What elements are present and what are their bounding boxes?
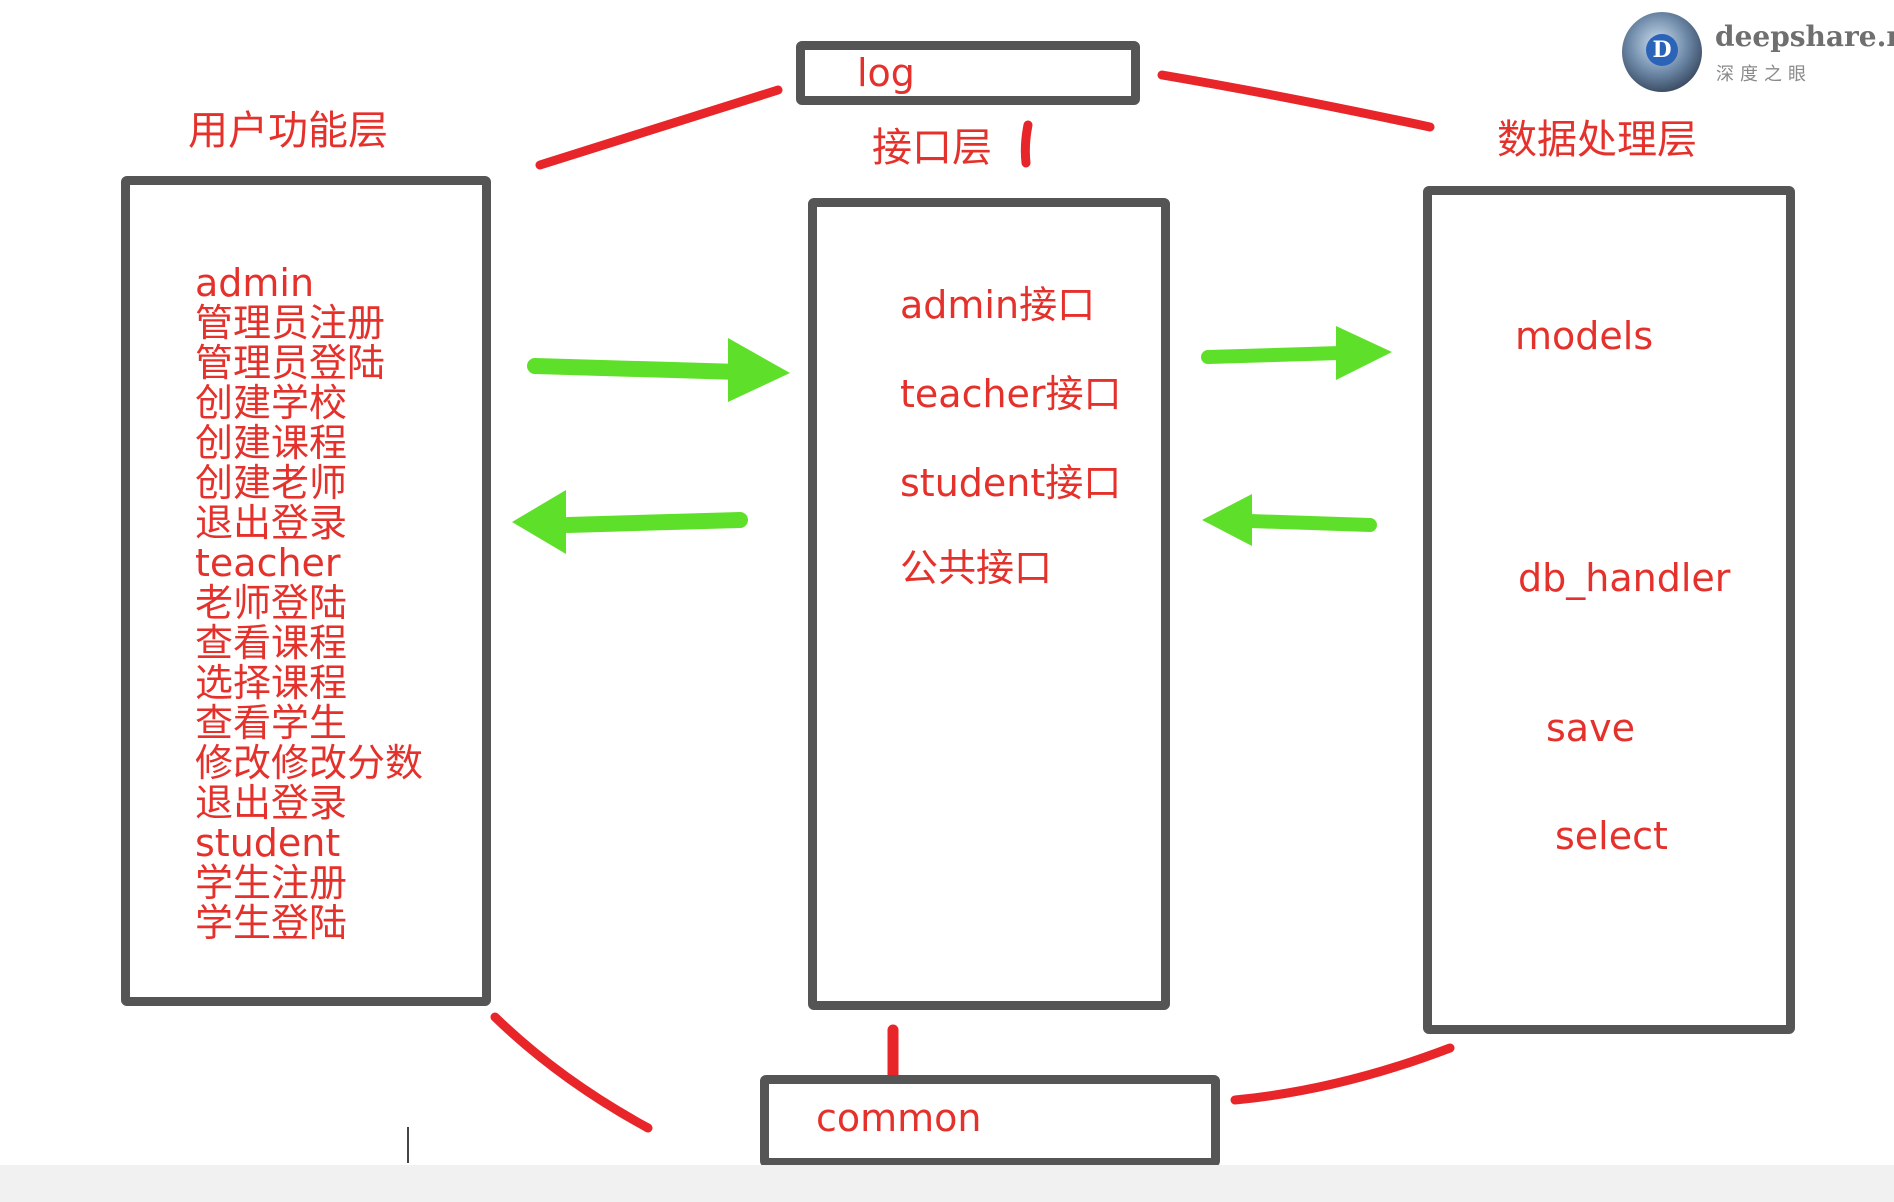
watermark-name: deepshare.net [1715, 20, 1894, 53]
connector-common-left [490, 1012, 653, 1133]
connector-log-right [1157, 70, 1435, 132]
interface-item-teacher: teacher接口 [900, 372, 1122, 416]
save-label: save [1546, 706, 1635, 750]
list-item: 修改修改分数 [195, 741, 424, 785]
list-item: 创建老师 [195, 461, 348, 505]
list-item: teacher [195, 541, 341, 585]
interface-item-admin: admin接口 [900, 283, 1096, 327]
common-box: common [760, 1075, 1220, 1167]
list-item: 创建课程 [195, 421, 348, 465]
watermark-subtitle: 深度之眼 [1716, 64, 1812, 85]
list-item: 查看学生 [195, 701, 348, 745]
arrow-interface-to-data [1201, 326, 1392, 380]
select-label: select [1555, 814, 1668, 858]
arrow-interface-to-user [512, 490, 748, 554]
models-label: models [1515, 314, 1654, 358]
text-cursor [407, 1127, 409, 1163]
list-item: 管理员登陆 [195, 341, 386, 385]
connector-log-center [1020, 120, 1033, 168]
bottom-bar [0, 1165, 1894, 1202]
list-item: 退出登录 [195, 501, 348, 545]
db-handler-label: db_handler [1518, 556, 1731, 600]
list-item: 老师登陆 [195, 581, 348, 625]
list-item: 查看课程 [195, 621, 348, 665]
deepshare-logo: D [1622, 12, 1702, 92]
list-item: 管理员注册 [195, 301, 386, 345]
list-item: 选择课程 [195, 661, 348, 705]
list-item: 学生注册 [195, 861, 348, 905]
arrow-data-to-interface [1202, 494, 1377, 546]
logo-letter: D [1646, 34, 1678, 66]
interface-item-common: 公共接口 [900, 546, 1053, 590]
log-label: log [857, 51, 915, 95]
list-item: 退出登录 [195, 781, 348, 825]
arrow-user-to-interface [527, 338, 790, 402]
log-box: log [796, 41, 1140, 105]
interface-layer-title: 接口层 [872, 125, 992, 171]
connector-common-right [1230, 1043, 1455, 1105]
data-layer-title: 数据处理层 [1497, 117, 1697, 163]
list-item: 学生登陆 [195, 901, 348, 945]
interface-box [808, 198, 1170, 1010]
user-layer-title: 用户功能层 [188, 108, 388, 154]
data-processing-box [1423, 186, 1795, 1034]
common-label: common [816, 1096, 982, 1140]
connector-log-left [535, 85, 783, 170]
list-item: student [195, 821, 341, 865]
user-function-box [121, 176, 491, 1006]
list-item: admin [195, 261, 315, 305]
list-item: 创建学校 [195, 381, 348, 425]
user-function-list: admin 管理员注册 管理员登陆 创建学校 创建课程 创建老师 退出登录 te… [195, 263, 423, 943]
interface-item-student: student接口 [900, 461, 1122, 505]
